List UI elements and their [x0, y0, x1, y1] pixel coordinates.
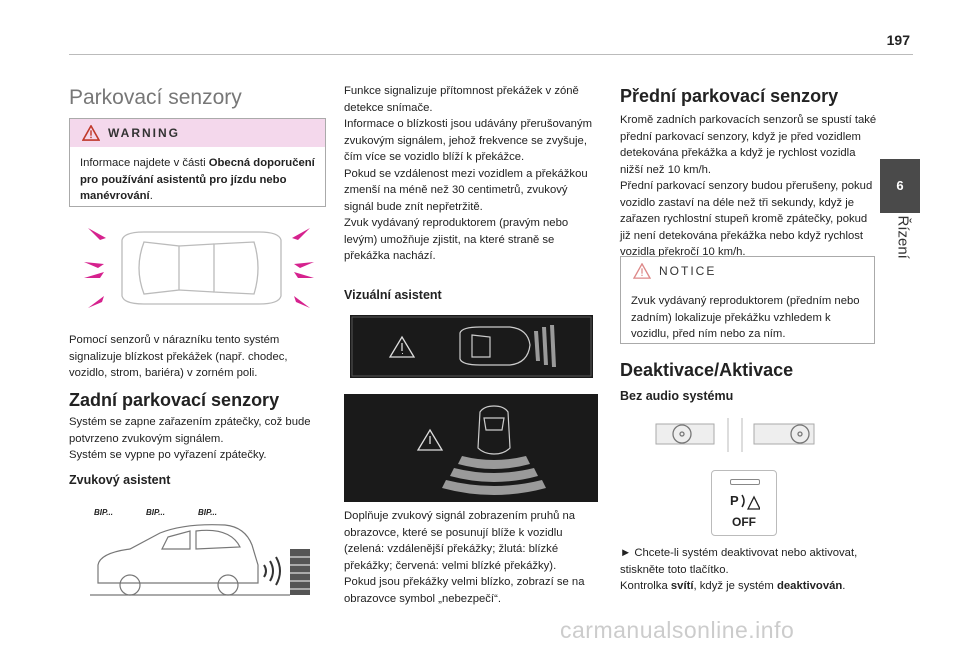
action-status-bold-1: svítí — [670, 580, 694, 592]
audio-assistant-title: Zvukový asistent — [69, 473, 171, 487]
rear-sensors-title: Zadní parkovací senzory — [69, 390, 280, 410]
chapter-tab: 6 — [880, 159, 920, 213]
warning-text: Informace najdete v části Obecná doporuč… — [70, 147, 325, 213]
beep-label-3: BIP... — [198, 508, 217, 517]
beep-label-1: BIP... — [94, 508, 113, 517]
action-instruction: ► Chcete-li systém deaktivovat nebo akti… — [620, 547, 858, 576]
front-sensors-title: Přední parkovací senzory — [620, 86, 839, 106]
action-text: ► Chcete-li systém deaktivovat nebo akti… — [620, 545, 878, 595]
watermark: carmanualsonline.info — [560, 617, 795, 643]
chapter-label: Řízení — [888, 216, 912, 290]
screen-top-graphic — [351, 316, 592, 377]
section-title: Parkovací senzory — [69, 86, 242, 109]
off-label: OFF — [732, 515, 756, 529]
warning-text-1: Informace najdete v části — [80, 157, 209, 169]
screen-top-view — [350, 315, 593, 378]
front-sensors-text: Kromě zadních parkovacích senzorů se spu… — [620, 114, 877, 258]
warning-text-bold: Obecná doporučení pro používání asistent… — [80, 157, 315, 202]
visual-assistant-text: Doplňuje zvukový signál zobrazením pruhů… — [344, 510, 585, 605]
header-rule — [69, 54, 913, 55]
car-beep-illustration: BIP... BIP... BIP... — [90, 508, 310, 596]
warning-icon — [82, 125, 100, 141]
car-sensors-illustration — [84, 228, 314, 308]
action-status-2: , když je systém — [693, 580, 777, 592]
dashboard-illustration — [655, 418, 815, 452]
notice-title: NOTICE — [659, 264, 717, 278]
page-number: 197 — [886, 32, 910, 48]
action-status-1: Kontrolka — [620, 580, 671, 592]
no-audio-title: Bez audio systému — [620, 389, 734, 403]
notice-icon — [633, 263, 651, 279]
warning-text-2: . — [149, 190, 153, 202]
action-status: Kontrolka svítí, když je systém deaktivo… — [620, 578, 878, 595]
warning-box: WARNING Informace najdete v části Obecná… — [69, 118, 326, 207]
rear-sensors-text: Systém se zapne zařazením zpátečky, což … — [69, 416, 311, 461]
sensor-caption: Pomocí senzorů v nárazníku tento systém … — [69, 334, 288, 379]
intro-text: Funkce signalizuje přítomnost překážek v… — [344, 85, 593, 262]
indicator-led — [730, 479, 760, 485]
park-sensor-off-button[interactable]: P OFF — [711, 470, 777, 536]
notice-header: NOTICE — [621, 257, 874, 285]
screen-rear-graphic — [416, 405, 546, 495]
visual-assistant-title: Vizuální asistent — [344, 288, 442, 302]
beep-label-2: BIP... — [146, 508, 165, 517]
deactivation-title: Deaktivace/Aktivace — [620, 360, 794, 380]
svg-text:P: P — [730, 493, 739, 508]
chapter-label-text: Řízení — [894, 215, 912, 259]
notice-box: NOTICE Zvuk vydávaný reproduktorem (před… — [620, 256, 875, 344]
warning-title: WARNING — [108, 126, 180, 140]
park-assist-icon: P — [730, 493, 760, 510]
action-status-3: . — [842, 580, 846, 592]
action-status-bold-2: deaktivován — [776, 580, 843, 592]
notice-text: Zvuk vydávaný reproduktorem (předním neb… — [631, 295, 860, 340]
warning-header: WARNING — [70, 119, 325, 147]
screen-rear-view — [344, 394, 598, 502]
